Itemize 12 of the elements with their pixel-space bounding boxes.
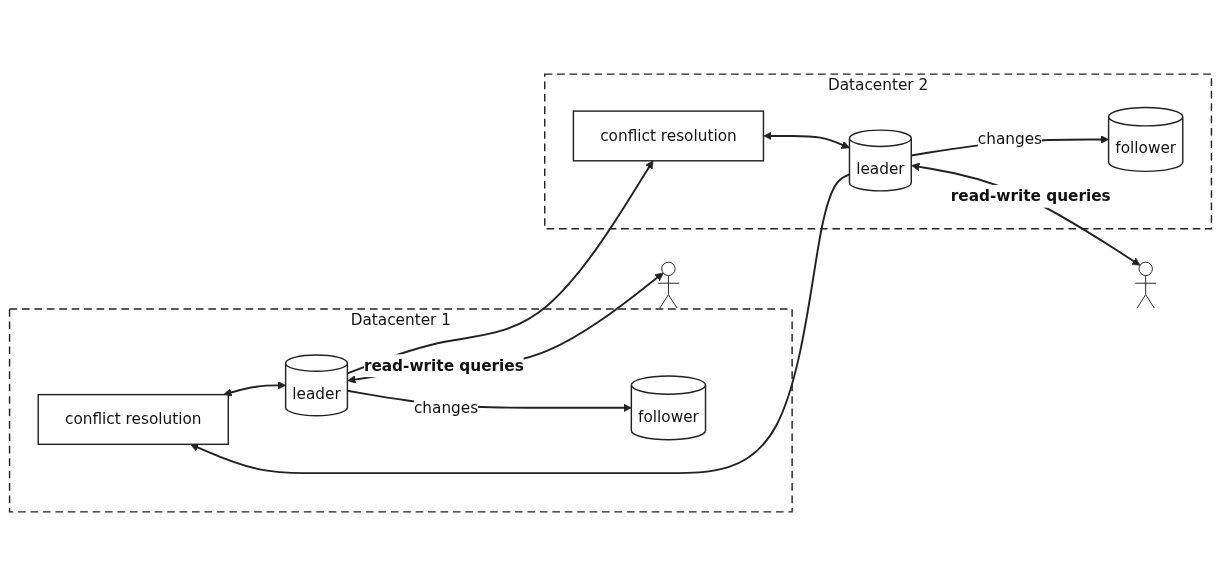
arrow [911,162,1141,266]
arrow [346,160,654,375]
arrow [347,272,664,384]
edge-label: changes [977,129,1043,149]
node-box: conflict resolution [37,393,229,446]
node-box: conflict resolution [572,110,765,162]
edge-label: read-write queries [950,186,1111,205]
edge-label: changes [413,398,479,417]
arrow [190,173,851,475]
arrow [223,381,286,397]
edge-label: read-write queries [363,356,524,375]
arrow [763,131,850,149]
